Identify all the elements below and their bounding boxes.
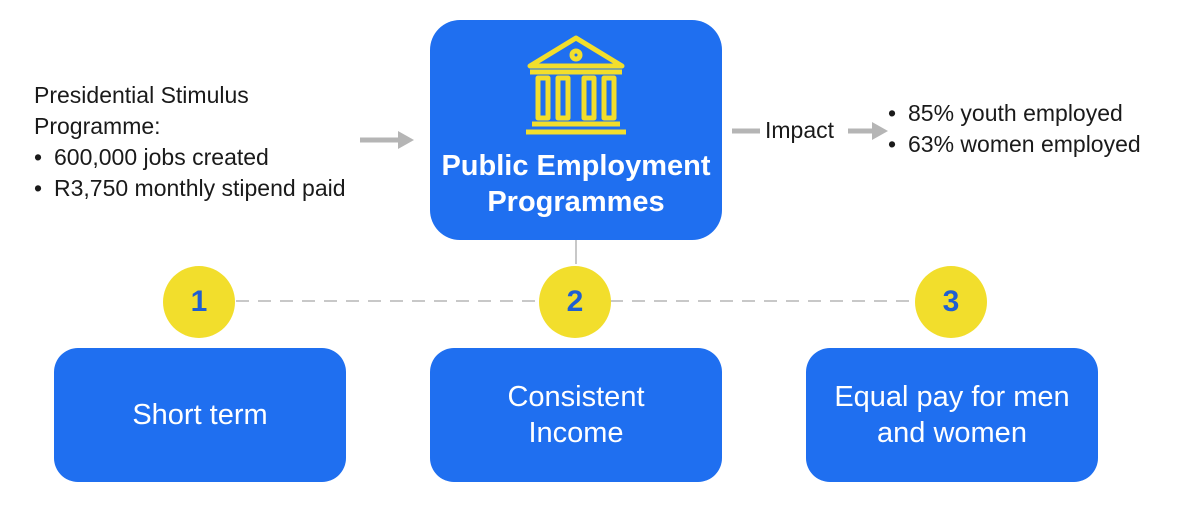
main-title: Public Employment Programmes	[430, 148, 722, 220]
stimulus-bullet: R3,750 monthly stipend paid	[34, 173, 414, 204]
feature-box-consistent-income: Consistent Income	[430, 348, 722, 482]
impact-bullet: 85% youth employed	[888, 98, 1188, 129]
impact-dash	[732, 128, 760, 134]
impact-bullet-list: 85% youth employed 63% women employed	[888, 98, 1188, 160]
stimulus-title: Presidential Stimulus	[34, 82, 249, 108]
main-title-line1: Public Employment	[441, 150, 711, 182]
step-number-1: 1	[163, 266, 235, 338]
feature-box-short-term: Short term	[54, 348, 346, 482]
main-title-line2: Programmes	[487, 186, 665, 218]
stimulus-bullet: 600,000 jobs created	[34, 142, 414, 173]
feature-label: Short term	[132, 399, 268, 431]
feature-box-equal-pay: Equal pay for men and women	[806, 348, 1098, 482]
impact-arrow	[848, 122, 888, 140]
feature-label: Consistent Income	[507, 381, 645, 449]
impact-text: 85% youth employed 63% women employed	[888, 98, 1188, 160]
stimulus-title-line2: Programme:	[34, 113, 161, 139]
stimulus-bullet-list: 600,000 jobs created R3,750 monthly stip…	[34, 142, 414, 204]
step-number-3: 3	[915, 266, 987, 338]
stimulus-programme-text: Presidential Stimulus Programme: 600,000…	[34, 80, 414, 204]
bank-building-icon	[526, 35, 626, 135]
public-employment-box: Public Employment Programmes	[430, 20, 722, 240]
feature-label: Equal pay for men and women	[834, 381, 1070, 449]
impact-bullet: 63% women employed	[888, 129, 1188, 160]
step-number-2: 2	[539, 266, 611, 338]
impact-label: Impact	[765, 117, 835, 143]
input-arrow	[360, 131, 414, 149]
